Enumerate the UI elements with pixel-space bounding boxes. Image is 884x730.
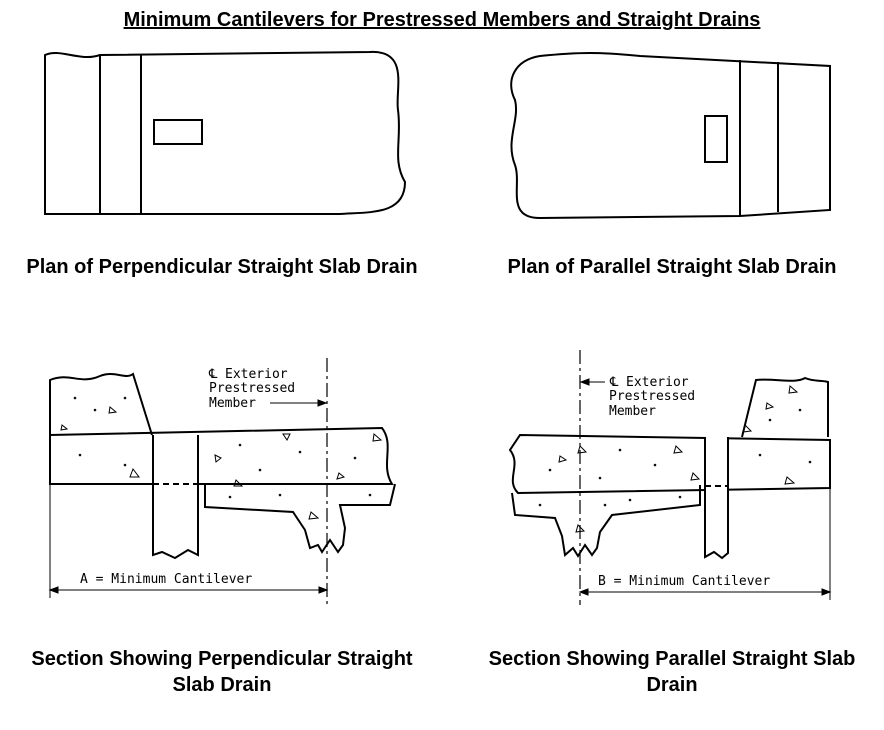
page-title: Minimum Cantilevers for Prestressed Memb… (123, 9, 761, 31)
sec-par-cl-line1: Exterior (626, 375, 689, 390)
sec-par-cl-line2: Prestressed (609, 389, 695, 404)
section-parallel-drawing (508, 350, 832, 605)
sec-perp-cl-line2: Prestressed (209, 381, 295, 396)
sec-perp-cl-symbol: ℄ (208, 367, 218, 382)
plan-par-drain-opening (704, 115, 728, 163)
caption-section-perpendicular-line1: Section Showing Perpendicular Straight (31, 648, 413, 670)
caption-section-parallel-line2: Drain (646, 674, 698, 696)
sec-par-girder (511, 485, 701, 558)
sec-par-leader-arrow (579, 378, 590, 386)
caption-section-parallel-line1: Section Showing Parallel Straight Slab (488, 648, 856, 670)
sec-perp-barrier (49, 372, 153, 436)
plan-perp-slab-outline (44, 50, 407, 215)
sec-par-barrier (741, 376, 829, 438)
section-perpendicular-drawing (48, 358, 396, 605)
sec-par-cl-symbol: ℄ (609, 375, 619, 390)
sec-perp-leader-arrow (317, 399, 328, 407)
sec-par-drain-pipe (704, 437, 729, 560)
sec-perp-girder (204, 483, 396, 554)
sec-perp-drain-pipe (152, 435, 199, 560)
sec-par-dim-label: B = Minimum Cantilever (598, 574, 770, 589)
sec-par-dim-arrow-left (578, 588, 589, 596)
plan-parallel-drawing (510, 52, 831, 220)
sec-perp-dim-label: A = Minimum Cantilever (80, 572, 252, 587)
sec-par-cl-line3: Member (609, 404, 656, 419)
sec-perp-deck (49, 426, 394, 485)
sec-par-aggregate-marks (538, 385, 812, 533)
sec-par-deck (508, 433, 831, 495)
plan-perp-drain-opening (153, 119, 203, 145)
sec-par-dim-arrow-right (821, 588, 832, 596)
sec-perp-dim-arrow-left (48, 586, 59, 594)
caption-section-perpendicular-line2: Slab Drain (172, 674, 272, 696)
sec-perp-aggregate-marks (60, 396, 383, 520)
caption-plan-parallel: Plan of Parallel Straight Slab Drain (507, 256, 837, 278)
plan-perpendicular-drawing (44, 50, 407, 215)
sec-perp-cl-line3: Member (209, 396, 256, 411)
caption-plan-perpendicular: Plan of Perpendicular Straight Slab Drai… (26, 256, 418, 278)
sec-perp-cl-line1: Exterior (225, 367, 288, 382)
plan-par-slab-outline (510, 52, 831, 220)
sec-perp-dim-arrow-right (318, 586, 329, 594)
